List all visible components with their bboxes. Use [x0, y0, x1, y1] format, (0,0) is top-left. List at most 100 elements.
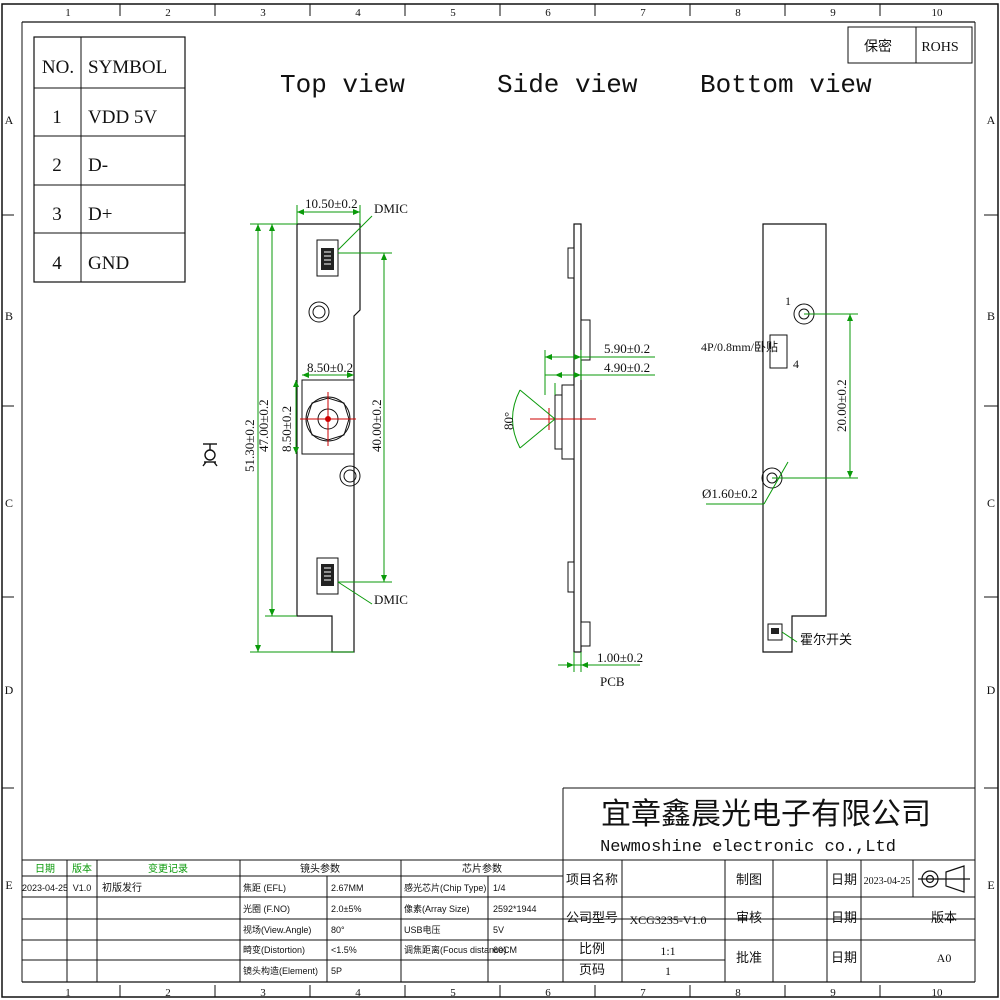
version-label: 版本 [931, 910, 957, 925]
side-view: 5.90±0.2 4.90±0.2 80° 1.00±0.2 PCB [501, 223, 655, 689]
side-pcb [573, 223, 582, 653]
chip-param-1-label: 感光芯片(Chip Type) [404, 882, 486, 893]
row-label-d-right: D [987, 683, 996, 697]
lens-params-title: 镜头参数 [300, 862, 340, 875]
bottom-view-dimension-lines [706, 313, 858, 643]
connector-label: 4P/0.8mm/卧贴 [701, 340, 778, 354]
lens-param-4-value: <1.5% [331, 945, 357, 955]
pin-4-label: 4 [793, 357, 799, 371]
page-value: 1 [665, 964, 671, 978]
mount-hole-1 [308, 301, 330, 323]
lens-param-3-label: 视场(View.Angle) [243, 924, 311, 935]
row-label-d: D [5, 683, 14, 697]
side-component-1 [567, 247, 575, 279]
dim-length-board: 47.00±0.2 [256, 399, 271, 452]
dmic-top-label: DMIC [374, 201, 408, 216]
dim-width-top: 10.50±0.2 [305, 196, 358, 211]
date-label-3: 日期 [831, 950, 857, 965]
revision-header-version: 版本 [72, 862, 92, 875]
pin-table-header-no: NO. [42, 57, 74, 78]
row-label-a-right: A [987, 113, 996, 127]
revision-header-date: 日期 [35, 863, 55, 875]
classification-value: ROHS [921, 40, 958, 55]
bottom-view-title: Bottom view [700, 70, 872, 100]
dim-length-mics: 40.00±0.2 [369, 399, 384, 452]
chip-param-3-value: 5V [493, 925, 504, 935]
side-view-dimension-arrows [545, 354, 588, 668]
chip-param-3-label: USB电压 [404, 924, 441, 935]
scale-label: 比例 [579, 941, 605, 956]
lens-param-5-value: 5P [331, 966, 342, 976]
col-label-5-bottom: 5 [450, 987, 456, 999]
chip-param-1-value: 1/4 [493, 883, 506, 893]
side-view-title: Side view [497, 70, 638, 100]
col-label-7: 7 [640, 7, 646, 19]
pin-row-3-no: 3 [52, 204, 62, 225]
pin-row-1-symbol: VDD 5V [88, 107, 157, 128]
top-view-dimension-lines [250, 205, 392, 653]
col-label-6-bottom: 6 [545, 987, 551, 999]
col-label-8: 8 [735, 7, 741, 19]
page-label: 页码 [579, 962, 605, 977]
pcb-label: PCB [600, 674, 625, 689]
chip-param-4-value: 60CM [493, 945, 517, 955]
col-label-7-bottom: 7 [640, 987, 646, 999]
col-label-10-bottom: 10 [932, 987, 944, 999]
row-label-e-right: E [987, 878, 994, 892]
projection-symbol-icon [918, 865, 970, 893]
col-label-9: 9 [830, 7, 836, 19]
side-component-3 [567, 561, 575, 593]
lens-param-2-label: 光圈 (F.NO) [243, 903, 290, 914]
col-label-3-bottom: 3 [260, 987, 266, 999]
row-label-e: E [5, 878, 12, 892]
dim-length-total: 51.30±0.2 [242, 419, 257, 472]
row-label-c: C [5, 496, 13, 510]
top-view-title: Top view [280, 70, 405, 100]
col-label-3: 3 [260, 7, 266, 19]
title-block [22, 787, 975, 982]
pin-1-label: 1 [785, 294, 791, 308]
drawn-by-label: 制图 [736, 872, 762, 887]
dim-view-angle: 80° [501, 412, 516, 430]
row-label-b: B [5, 309, 13, 323]
col-label-4: 4 [355, 7, 361, 19]
lens-param-5-label: 镜头构造(Element) [243, 965, 318, 976]
lens-param-3-value: 80° [331, 925, 345, 935]
col-label-9-bottom: 9 [830, 987, 836, 999]
zone-ticks [2, 4, 998, 997]
side-lens [554, 394, 563, 450]
col-label-2-bottom: 2 [165, 987, 171, 999]
pin-row-4-no: 4 [52, 253, 62, 274]
checked-by-label: 审核 [736, 910, 762, 925]
col-label-1: 1 [65, 7, 71, 19]
col-label-6: 6 [545, 7, 551, 19]
dim-hole-diameter: Ø1.60±0.2 [702, 486, 758, 501]
dim-side-5-90: 5.90±0.2 [604, 341, 650, 356]
lens-param-1-value: 2.67MM [331, 883, 364, 893]
bottom-view-dimension-arrows [847, 314, 853, 478]
dim-lens-width: 8.50±0.2 [307, 360, 353, 375]
row-label-a: A [5, 113, 14, 127]
revision-date: 2023-04-25 [22, 883, 68, 893]
date-label-2: 日期 [831, 910, 857, 925]
col-label-1-bottom: 1 [65, 987, 71, 999]
col-label-2: 2 [165, 7, 171, 19]
lens-outline [301, 379, 355, 455]
dim-side-4-90: 4.90±0.2 [604, 360, 650, 375]
orientation-figure-icon [202, 443, 218, 467]
chip-param-4-label: 调焦距离(Focus distance) [404, 944, 507, 955]
pin-row-3-symbol: D+ [88, 204, 112, 225]
dim-pcb-thickness: 1.00±0.2 [597, 650, 643, 665]
model-value: XCG3235-V1.0 [630, 913, 707, 927]
pin-row-4-symbol: GND [88, 253, 129, 274]
scale-value: 1:1 [660, 944, 675, 958]
side-component-4 [580, 621, 591, 647]
project-name-label: 项目名称 [566, 872, 618, 887]
col-label-5: 5 [450, 7, 456, 19]
col-label-4-bottom: 4 [355, 987, 361, 999]
dmic-top-port [321, 248, 334, 270]
col-label-10: 10 [932, 7, 944, 19]
date-label-1: 日期 [831, 872, 857, 887]
pin-row-1-no: 1 [52, 107, 62, 128]
classification-box: 保密 ROHS [847, 26, 973, 64]
